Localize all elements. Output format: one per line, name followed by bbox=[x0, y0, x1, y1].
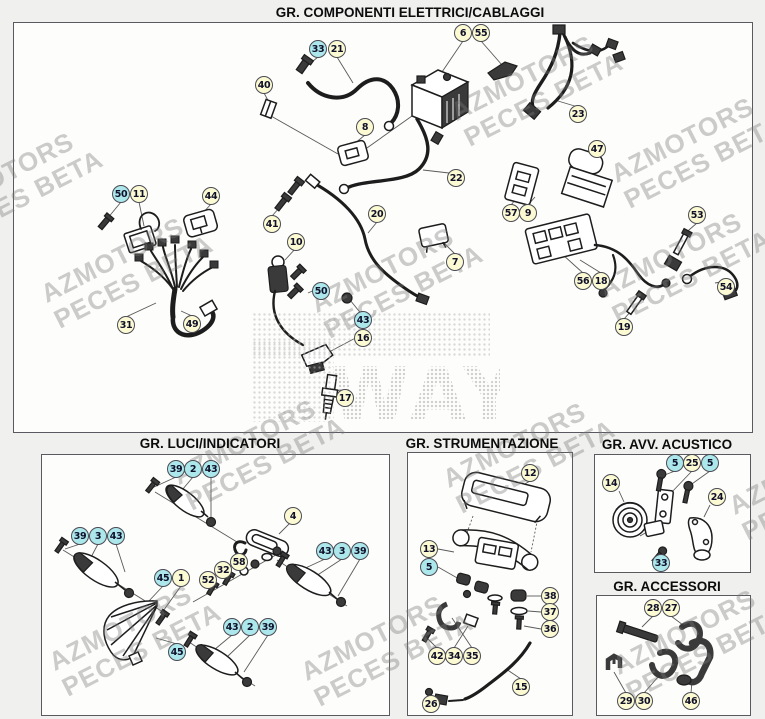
panel-electrical bbox=[13, 22, 753, 433]
callout-electrical-16[interactable]: 16 bbox=[354, 329, 372, 347]
callout-horn-5[interactable]: 5 bbox=[701, 454, 719, 472]
callout-lights-2[interactable]: 2 bbox=[184, 460, 202, 478]
callout-horn-25[interactable]: 25 bbox=[683, 454, 701, 472]
title-electrical: GR. COMPONENTI ELETTRICI/CABLAGGI bbox=[275, 5, 545, 20]
parts-drawing-electrical bbox=[97, 24, 739, 420]
callout-electrical-33[interactable]: 33 bbox=[309, 40, 327, 58]
callout-electrical-31[interactable]: 31 bbox=[117, 316, 135, 334]
callout-lights-39[interactable]: 39 bbox=[167, 460, 185, 478]
callout-lights-43[interactable]: 43 bbox=[223, 618, 241, 636]
title-lights: GR. LUCI/INDICATORI bbox=[139, 436, 281, 451]
callout-electrical-18[interactable]: 18 bbox=[592, 272, 610, 290]
callout-accessories-30[interactable]: 30 bbox=[635, 692, 653, 710]
callout-accessories-28[interactable]: 28 bbox=[644, 599, 662, 617]
callout-instruments-5[interactable]: 5 bbox=[420, 558, 438, 576]
callout-electrical-19[interactable]: 19 bbox=[615, 318, 633, 336]
callout-lights-4[interactable]: 4 bbox=[284, 507, 302, 525]
callout-electrical-22[interactable]: 22 bbox=[447, 169, 465, 187]
callout-instruments-42[interactable]: 42 bbox=[428, 647, 446, 665]
callout-electrical-17[interactable]: 17 bbox=[336, 389, 354, 407]
callout-horn-14[interactable]: 14 bbox=[602, 474, 620, 492]
callout-lights-43[interactable]: 43 bbox=[107, 527, 125, 545]
callout-electrical-11[interactable]: 11 bbox=[130, 185, 148, 203]
callout-electrical-10[interactable]: 10 bbox=[287, 233, 305, 251]
callout-lights-3[interactable]: 3 bbox=[333, 542, 351, 560]
callout-electrical-54[interactable]: 54 bbox=[717, 278, 735, 296]
callout-lights-52[interactable]: 52 bbox=[199, 571, 217, 589]
title-instruments: GR. STRUMENTAZIONE bbox=[405, 436, 559, 451]
callout-electrical-21[interactable]: 21 bbox=[328, 40, 346, 58]
callout-lights-43[interactable]: 43 bbox=[202, 460, 220, 478]
callout-electrical-44[interactable]: 44 bbox=[202, 187, 220, 205]
callout-lights-45[interactable]: 45 bbox=[154, 569, 172, 587]
parts-drawing-accessories bbox=[605, 615, 714, 694]
callout-electrical-50[interactable]: 50 bbox=[312, 282, 330, 300]
callout-lights-2[interactable]: 2 bbox=[241, 618, 259, 636]
callout-instruments-34[interactable]: 34 bbox=[445, 647, 463, 665]
callout-electrical-53[interactable]: 53 bbox=[688, 206, 706, 224]
callout-instruments-12[interactable]: 12 bbox=[521, 464, 539, 482]
callout-electrical-8[interactable]: 8 bbox=[356, 118, 374, 136]
callout-electrical-55[interactable]: 55 bbox=[472, 24, 490, 42]
callout-electrical-47[interactable]: 47 bbox=[588, 140, 606, 158]
title-accessories: GR. ACCESSORI bbox=[613, 579, 721, 594]
callout-electrical-6[interactable]: 6 bbox=[454, 24, 472, 42]
callout-electrical-40[interactable]: 40 bbox=[255, 76, 273, 94]
callout-lights-58[interactable]: 58 bbox=[230, 553, 248, 571]
callout-lights-39[interactable]: 39 bbox=[351, 542, 369, 560]
title-horn: GR. AVV. ACUSTICO bbox=[601, 437, 733, 452]
callout-lights-1[interactable]: 1 bbox=[172, 569, 190, 587]
callout-horn-33[interactable]: 33 bbox=[652, 554, 670, 572]
callout-electrical-56[interactable]: 56 bbox=[574, 272, 592, 290]
callout-lights-43[interactable]: 43 bbox=[316, 542, 334, 560]
callout-horn-5[interactable]: 5 bbox=[666, 454, 684, 472]
callout-accessories-29[interactable]: 29 bbox=[617, 692, 635, 710]
callout-lights-32[interactable]: 32 bbox=[214, 561, 232, 579]
callout-instruments-35[interactable]: 35 bbox=[463, 647, 481, 665]
callout-lights-45[interactable]: 45 bbox=[168, 643, 186, 661]
callout-electrical-7[interactable]: 7 bbox=[446, 253, 464, 271]
callout-electrical-9[interactable]: 9 bbox=[519, 204, 537, 222]
callout-electrical-57[interactable]: 57 bbox=[502, 204, 520, 222]
callout-lights-39[interactable]: 39 bbox=[259, 618, 277, 636]
callout-electrical-43[interactable]: 43 bbox=[354, 311, 372, 329]
parts-drawing-horn bbox=[612, 468, 713, 565]
callout-lights-3[interactable]: 3 bbox=[89, 527, 107, 545]
parts-drawing-lights bbox=[54, 476, 361, 688]
callout-electrical-50[interactable]: 50 bbox=[112, 185, 130, 203]
callout-accessories-27[interactable]: 27 bbox=[662, 599, 680, 617]
callout-instruments-36[interactable]: 36 bbox=[541, 620, 559, 638]
parts-drawing-instruments bbox=[421, 471, 552, 706]
callout-electrical-23[interactable]: 23 bbox=[569, 105, 587, 123]
callout-electrical-41[interactable]: 41 bbox=[263, 215, 281, 233]
callout-horn-24[interactable]: 24 bbox=[708, 488, 726, 506]
callout-instruments-13[interactable]: 13 bbox=[420, 540, 438, 558]
callout-accessories-46[interactable]: 46 bbox=[682, 692, 700, 710]
callout-instruments-15[interactable]: 15 bbox=[512, 678, 530, 696]
callout-electrical-49[interactable]: 49 bbox=[183, 315, 201, 333]
callout-lights-39[interactable]: 39 bbox=[71, 527, 89, 545]
callout-instruments-26[interactable]: 26 bbox=[422, 695, 440, 713]
callout-electrical-20[interactable]: 20 bbox=[368, 205, 386, 223]
callout-instruments-37[interactable]: 37 bbox=[541, 603, 559, 621]
